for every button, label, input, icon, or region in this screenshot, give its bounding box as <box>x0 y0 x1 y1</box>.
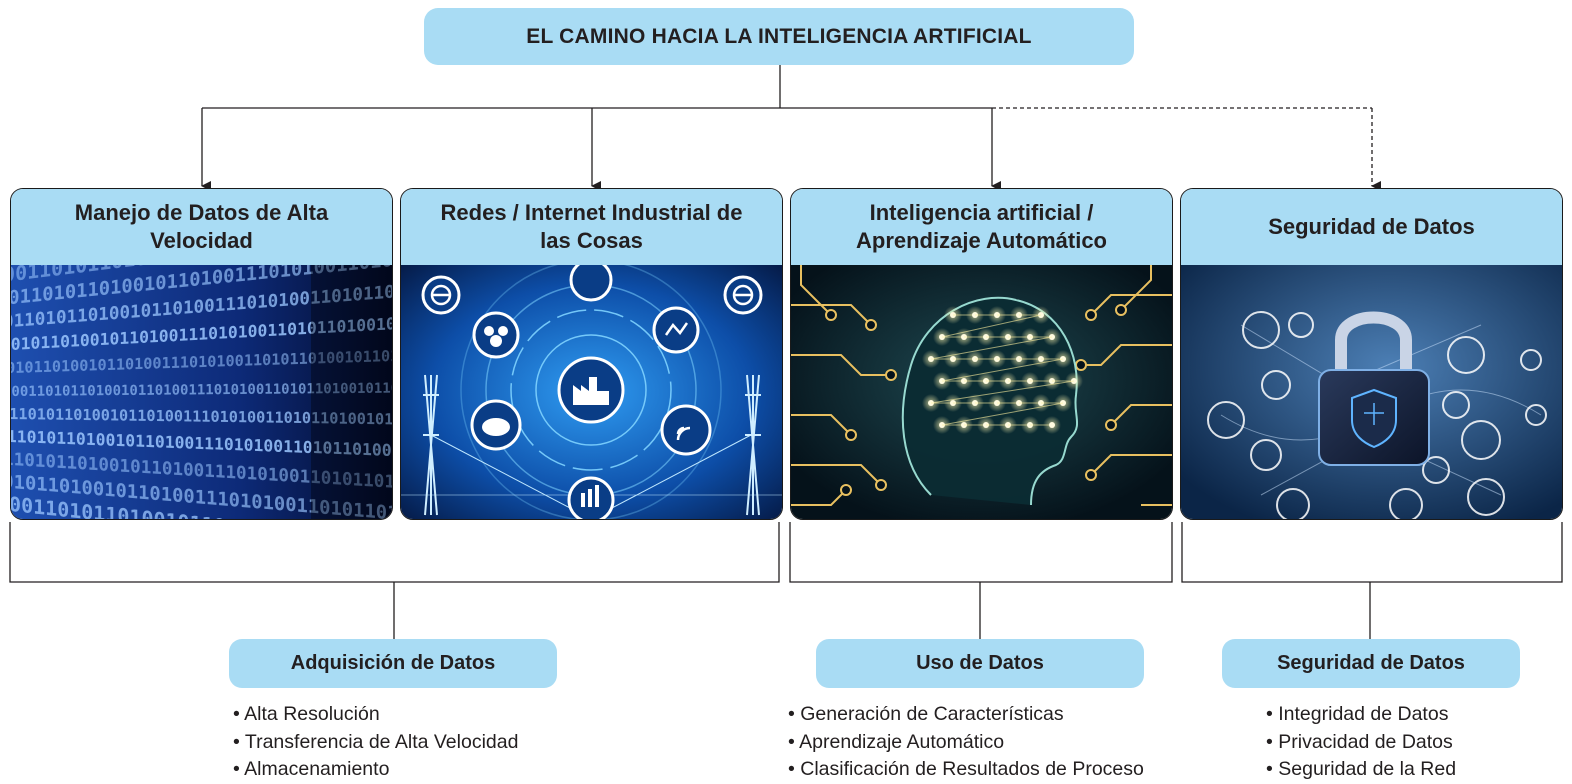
column-header: Redes / Internet Industrial de las Cosas <box>401 189 782 265</box>
column-header: Inteligencia artificial / Aprendizaje Au… <box>791 189 1172 265</box>
list-item: Alta Resolución <box>233 701 518 729</box>
group-list-data-acquisition: Alta Resolución Transferencia de Alta Ve… <box>233 701 518 784</box>
group-label-data-acquisition: Adquisición de Datos <box>229 639 557 688</box>
bracket-group-1 <box>9 522 780 583</box>
column-header: Manejo de Datos de Alta Velocidad <box>11 189 392 265</box>
list-item: Aprendizaje Automático <box>788 729 1144 757</box>
binary-data-stream-icon: 1001101011010010110100111010100110101101… <box>11 265 392 519</box>
group-label-data-security: Seguridad de Datos <box>1222 639 1520 688</box>
svg-text:100110101101001011010011101010: 1001101011010010110100111010100110101101… <box>11 380 392 400</box>
ai-brain-circuit-icon <box>791 265 1172 519</box>
list-item: Integridad de Datos <box>1266 701 1456 729</box>
bracket-group-3 <box>1181 522 1563 583</box>
group-label-data-use: Uso de Datos <box>816 639 1144 688</box>
industrial-iot-network-icon <box>401 265 782 519</box>
bracket-group-2 <box>789 522 1173 583</box>
list-item: Seguridad de la Red <box>1266 756 1456 784</box>
list-item: Privacidad de Datos <box>1266 729 1456 757</box>
list-item: Generación de Características <box>788 701 1144 729</box>
group-list-data-use: Generación de Características Aprendizaj… <box>788 701 1144 784</box>
diagram-title: EL CAMINO HACIA LA INTELIGENCIA ARTIFICI… <box>424 8 1134 65</box>
list-item: Transferencia de Alta Velocidad <box>233 729 519 757</box>
column-ai-ml: Inteligencia artificial / Aprendizaje Au… <box>790 188 1173 520</box>
column-iiot: Redes / Internet Industrial de las Cosas <box>400 188 783 520</box>
column-data-security: Seguridad de Datos <box>1180 188 1563 520</box>
list-item: Almacenamiento <box>233 756 518 784</box>
column-high-speed-data: Manejo de Datos de Alta Velocidad 100110… <box>10 188 393 520</box>
column-header: Seguridad de Datos <box>1181 189 1562 265</box>
group-list-data-security: Integridad de Datos Privacidad de Datos … <box>1266 701 1456 784</box>
list-item: Clasificación de Resultados de Proceso <box>788 756 1144 784</box>
security-padlock-icon <box>1181 265 1562 519</box>
